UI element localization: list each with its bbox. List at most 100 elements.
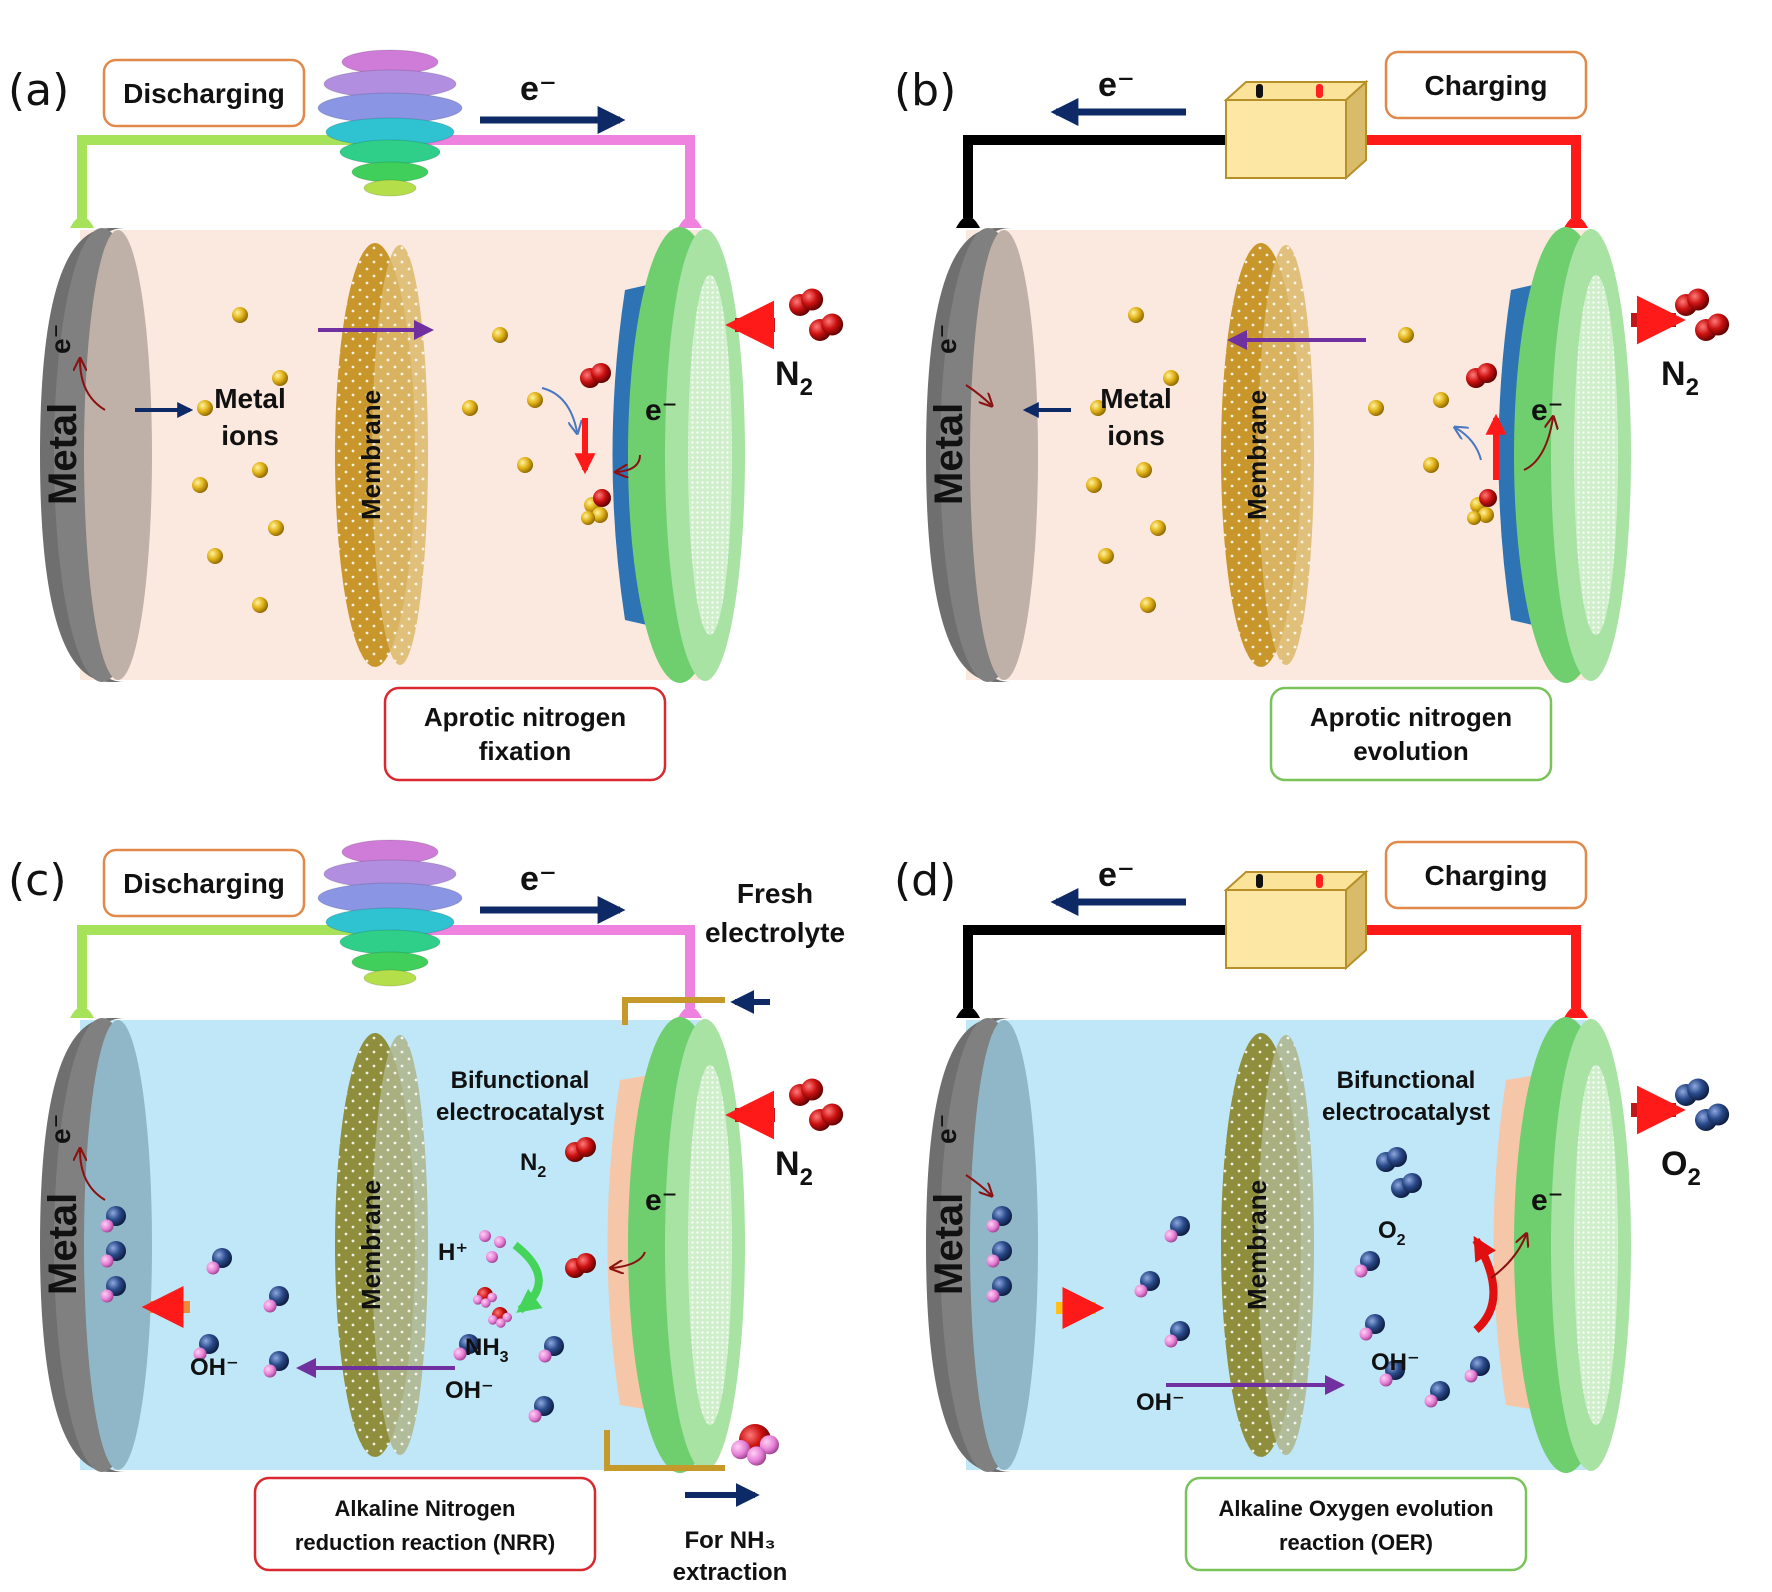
battery-icon (1223, 869, 1369, 971)
terminal-right (1564, 1006, 1588, 1018)
membrane-label: Membrane (1242, 1180, 1272, 1310)
hydroxide-ion (1164, 1216, 1190, 1243)
metal-anode: Metal (926, 228, 1038, 682)
terminal-right (678, 1006, 702, 1018)
battery-top (1223, 871, 1369, 891)
gas-molecule (1695, 1103, 1730, 1131)
product-label: NH3 (465, 1334, 509, 1366)
gas-subscript: 2 (800, 374, 813, 401)
wire-right (420, 925, 695, 1008)
mode-label-box (1384, 50, 1588, 120)
electrolyte-inlet-pipe (622, 997, 725, 1025)
battery-negative-terminal (1256, 84, 1263, 98)
hydrogen-atom (986, 1254, 1000, 1268)
hydroxide-ion (1354, 1251, 1380, 1278)
membrane: Membrane (1221, 243, 1314, 667)
n2-adsorbed (565, 1253, 596, 1278)
cathode-gas-diffusion-mesh (688, 275, 732, 635)
battery-front (1225, 889, 1347, 969)
panel-tag: (d) (894, 855, 956, 906)
anode-electron-label: e⁻ (931, 324, 962, 354)
hydrogen-atom (986, 1289, 1000, 1303)
membrane-face-texture (1258, 245, 1314, 665)
reaction-label-line2: reduction reaction (NRR) (295, 1530, 555, 1555)
n2-adsorbed (1466, 363, 1497, 388)
hydrogen-atom (263, 1364, 277, 1378)
hydrogen-atom (206, 1261, 220, 1275)
hydrogen-atom (986, 1219, 1000, 1233)
gas-symbol: N (1661, 355, 1686, 393)
hydroxide-ion (100, 1276, 126, 1303)
metal-ion (268, 520, 284, 536)
panel-tag: (a) (8, 65, 69, 116)
panel-tag: (c) (8, 855, 67, 906)
proton (494, 1236, 506, 1248)
gas-label: N2 (1661, 355, 1699, 401)
bulb-ring (339, 929, 441, 955)
battery-side (1345, 79, 1367, 181)
metal-ion (1478, 507, 1494, 523)
hydrogen-atom (759, 1435, 780, 1455)
n2-molecule (565, 1137, 596, 1162)
battery-positive-terminal (1316, 874, 1323, 888)
gas-label: O2 (1661, 1145, 1701, 1191)
hydroxide-ion (986, 1206, 1012, 1233)
membrane-label: Membrane (356, 390, 386, 520)
hydroxide-ion (100, 1206, 126, 1233)
atom (1687, 288, 1710, 311)
membrane-face-texture (372, 1035, 428, 1455)
product-symbol: NH (465, 1334, 500, 1361)
battery-top (1223, 81, 1369, 101)
inner-gas-subscript: 2 (537, 1164, 546, 1181)
bulb-ring (351, 161, 429, 183)
terminal-left (70, 216, 94, 228)
load-bulb-icon (317, 49, 463, 197)
catalyst-label-line1: Bifunctional (451, 1067, 590, 1094)
metal-ion (492, 327, 508, 343)
hydrogen-atom (1379, 1373, 1393, 1387)
air-cathode (1514, 1017, 1631, 1473)
metal-ion (207, 548, 223, 564)
metal-ion (252, 597, 268, 613)
air-cathode (1514, 227, 1631, 683)
hydrogen-atom (502, 1312, 512, 1323)
battery-front (1225, 99, 1347, 179)
product-subscript: 3 (500, 1349, 509, 1366)
gas-molecule (1675, 288, 1710, 316)
hydroxide-ion (1379, 1360, 1405, 1387)
hydroxide-ion (1464, 1356, 1490, 1383)
atom (576, 1253, 596, 1273)
hydrogen-atom (100, 1289, 114, 1303)
gas-molecule (789, 1078, 824, 1106)
electron-flow-label: e⁻ (520, 70, 557, 108)
membrane-face-texture (372, 245, 428, 665)
anode-electron-arrow (965, 1174, 991, 1195)
wire-left (77, 925, 360, 1008)
bulb-ring (363, 969, 417, 987)
ion-label-line1: Metal (1100, 383, 1172, 414)
metal-anode: Metal (40, 1018, 152, 1472)
cathode-electron-arrow (617, 454, 641, 472)
air-cathode (628, 1017, 745, 1473)
hydroxide-label-2: OH⁻ (1371, 1349, 1420, 1376)
inner-gas-subscript: 2 (1397, 1232, 1406, 1249)
o2-molecule (1391, 1173, 1422, 1198)
atom (591, 363, 611, 383)
membrane: Membrane (335, 1033, 428, 1457)
anode-electron-arrow (80, 1150, 106, 1201)
reaction-box (383, 686, 667, 782)
membrane-face-texture (1258, 1035, 1314, 1455)
cathode-electron-label: e⁻ (1531, 394, 1564, 427)
gas-label: N2 (775, 1145, 813, 1191)
hydrogen-atom (496, 1318, 506, 1328)
metal-ion (252, 462, 268, 478)
atom (1477, 363, 1497, 383)
anode-face (970, 230, 1038, 680)
hydrogen-atom (100, 1254, 114, 1268)
reaction-label-line1: Alkaline Oxygen evolution (1218, 1496, 1493, 1521)
gas-symbol: O (1661, 1145, 1687, 1183)
anode-label: Metal (41, 403, 85, 505)
proton (479, 1230, 491, 1242)
